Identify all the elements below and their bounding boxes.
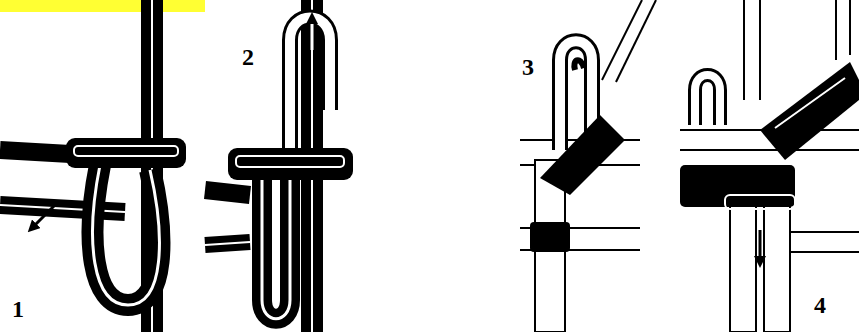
step-four-figure — [680, 0, 859, 332]
step-two-figure — [205, 0, 353, 332]
highlight-bar — [0, 0, 205, 12]
step-number: 4 — [812, 292, 828, 318]
step-number: 2 — [240, 44, 256, 70]
step-number: 3 — [520, 54, 536, 80]
step-one-figure — [0, 0, 186, 332]
step-three-figure — [520, 0, 656, 332]
step-number: 1 — [10, 296, 26, 322]
